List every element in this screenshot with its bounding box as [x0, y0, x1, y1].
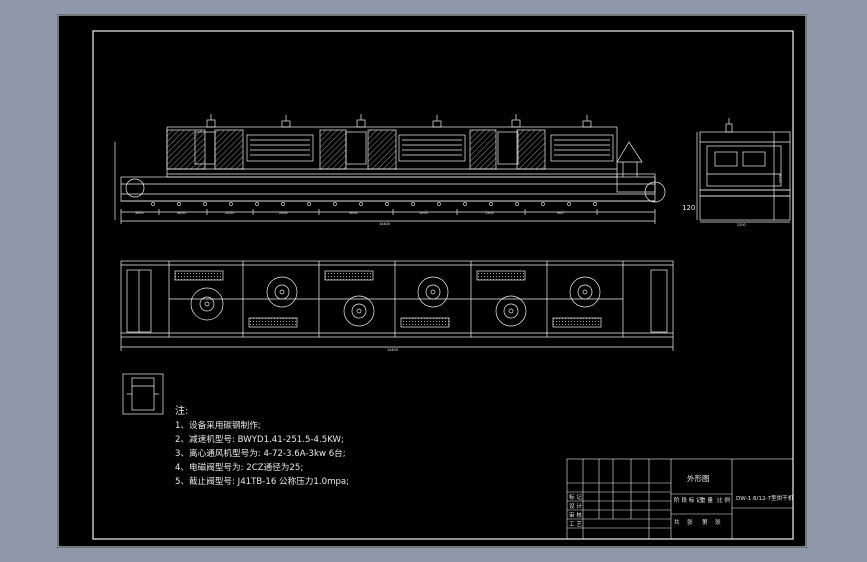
tb-scale-label: 比 例 — [717, 496, 730, 504]
note-item-5: 5、截止阀型号: J41TB-16 公称压力1.0mpa; — [175, 475, 349, 487]
notes-title: 注: — [175, 404, 188, 417]
side-dimensions: 2200 120 — [682, 204, 746, 227]
plan-dimensions: 14400 — [387, 348, 398, 352]
tb-stage-label: 阶 段 标 记 — [674, 496, 702, 504]
detail-section — [122, 373, 164, 415]
front-dimensions: 3000 4000 2200 2400 3000 1200 2500 400 1… — [135, 174, 782, 226]
dim-plan-total: 14400 — [387, 348, 398, 352]
technical-notes: 注: 1、设备采用碳钢制作; 2、减速机型号: BWYD1.41-251.5-4… — [175, 404, 349, 487]
tb-sheet-label: 共 — [674, 518, 680, 526]
front-elevation — [114, 114, 666, 224]
title-block-text: 外形图 DW-1.6/12-7型烘干机 标 记 设 计 审 核 工 艺 阶 段 … — [569, 473, 794, 528]
tb-row-label-2: 设 计 — [569, 502, 582, 510]
tb-row-label-4: 工 艺 — [569, 521, 582, 528]
dim-seg-h: 400 — [557, 211, 563, 215]
tb-row-label-3: 审 核 — [569, 511, 582, 519]
dim-belt-level: 120 — [682, 204, 695, 212]
title-block — [566, 458, 794, 540]
cad-drawing: 3000 4000 2200 2400 3000 1200 2500 400 1… — [57, 14, 807, 548]
dim-seg-c: 2200 — [225, 211, 234, 215]
drawing-name: 外形图 — [687, 473, 710, 483]
tb-weight-label: 重 量 — [700, 496, 713, 504]
dim-seg-f: 1200 — [419, 211, 428, 215]
dim-seg-b: 4000 — [177, 211, 186, 215]
tb-sheet-of: 张 — [687, 518, 693, 526]
dim-seg-g: 2500 — [485, 211, 494, 215]
inner-frame — [92, 30, 794, 540]
note-item-2: 2、减速机型号: BWYD1.41-251.5-4.5KW; — [175, 433, 344, 445]
drawing-code: DW-1.6/12-7型烘干机 — [736, 494, 794, 502]
dim-front-total: 14400 — [379, 222, 390, 226]
tb-page-of: 张 — [715, 518, 721, 526]
dim-seg-e: 3000 — [349, 211, 358, 215]
dim-height-right: 3200 — [778, 174, 782, 183]
outer-border — [57, 14, 807, 548]
side-elevation — [696, 118, 791, 223]
tb-page-label: 第 — [702, 518, 708, 526]
drawing-canvas: 3000 4000 2200 2400 3000 1200 2500 400 1… — [57, 14, 807, 548]
dim-seg-a: 3000 — [135, 211, 144, 215]
tb-row-label-1: 标 记 — [569, 493, 582, 501]
plan-view — [120, 260, 674, 351]
note-item-4: 4、电磁阀型号为: 2CZ通径为25; — [175, 461, 303, 473]
note-item-1: 1、设备采用碳钢制作; — [175, 419, 261, 431]
dim-seg-d: 2400 — [279, 211, 288, 215]
dim-side-width: 2200 — [737, 223, 746, 227]
note-item-3: 3、离心通风机型号为: 4-72-3.6A-3kw 6台; — [175, 447, 346, 459]
